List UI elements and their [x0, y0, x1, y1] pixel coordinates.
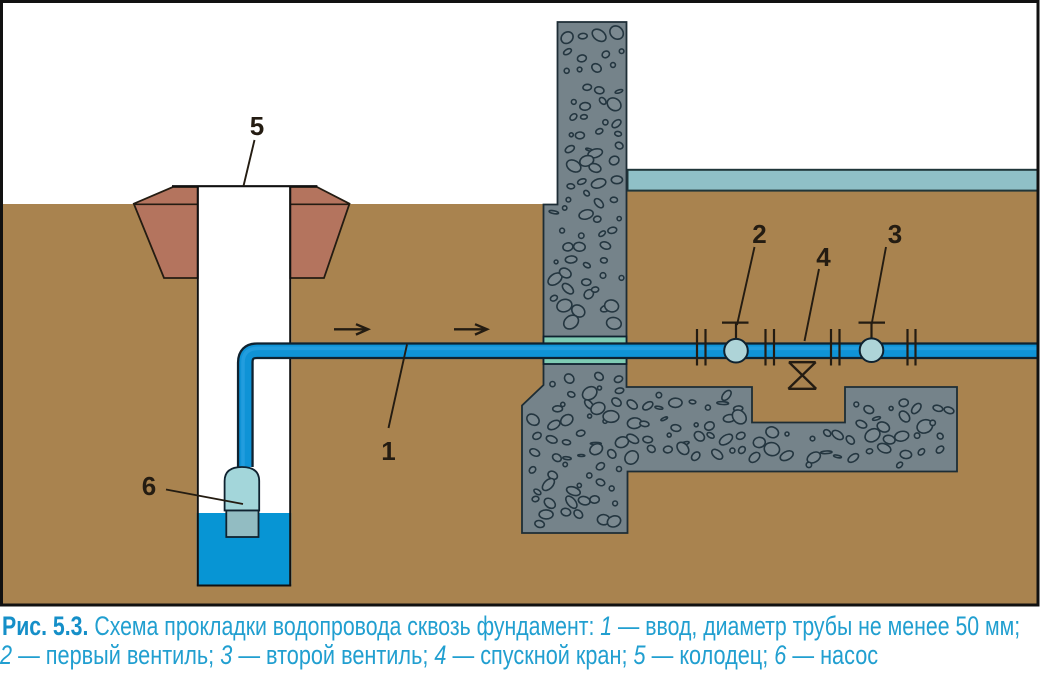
svg-text:1: 1 — [381, 436, 395, 466]
svg-text:2: 2 — [752, 219, 766, 249]
svg-text:5: 5 — [250, 111, 264, 141]
svg-text:4: 4 — [816, 242, 831, 272]
svg-text:6: 6 — [142, 471, 156, 501]
svg-text:3: 3 — [888, 219, 902, 249]
